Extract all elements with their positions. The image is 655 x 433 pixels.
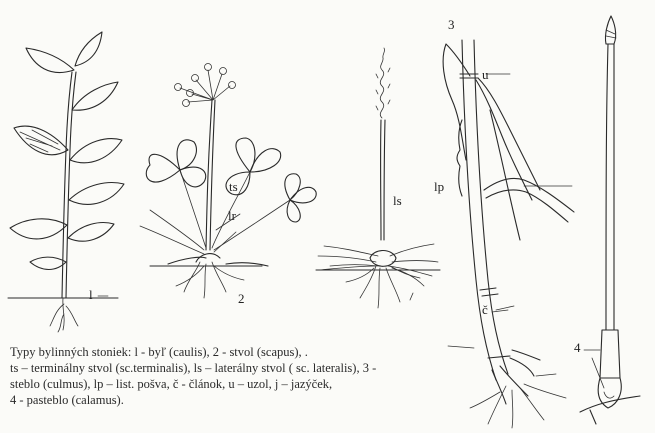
caption-line-2: ts – terminálny stvol (sc.terminalis), l… [10,360,470,376]
label-leader-lines [98,74,510,348]
caption-line-4: 4 - pasteblo (calamus). [10,392,470,408]
label-3: 3 [448,18,455,31]
label-lr: lr [228,209,236,222]
label-4: 4 [574,341,581,354]
caption-line-3: steblo (culmus), lp – list. pošva, č - č… [10,376,470,392]
plant-4-calamus-drawing [580,16,640,424]
label-2: 2 [238,292,245,305]
plant-1-caulis-drawing [8,32,124,332]
plant-lateral-scape-drawing [316,48,440,308]
figure-caption: Typy bylinných stoniek: l - byľ (caulis)… [10,344,470,408]
label-ts: ts [229,180,238,193]
label-c: č [482,303,488,316]
label-lp: lp [434,180,444,193]
label-l: l [89,288,93,301]
label-ls: ls [393,194,402,207]
caption-line-1: Typy bylinných stoniek: l - byľ (caulis)… [10,344,470,360]
label-u: u [482,68,489,81]
